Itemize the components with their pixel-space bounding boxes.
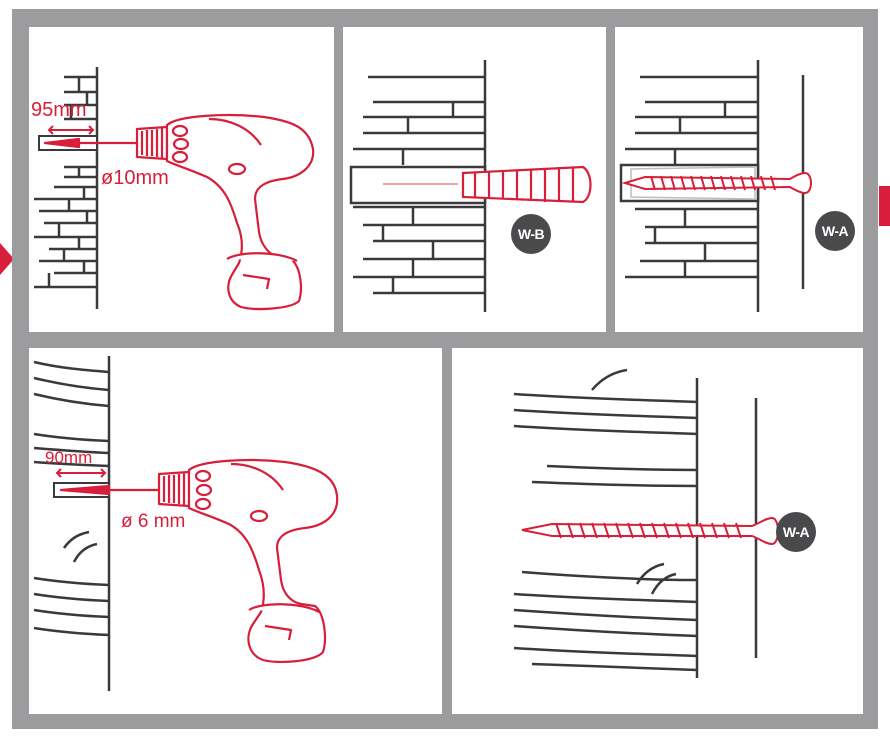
brick-wall-icon [34, 67, 99, 309]
part-code-badge: W-A [815, 211, 855, 251]
wood-grain-icon [33, 356, 111, 691]
plug-screw-illustration [619, 60, 812, 312]
screw-icon [621, 171, 812, 195]
wall-plug-illustration [349, 60, 592, 312]
drill-depth-label: 95mm [31, 99, 87, 121]
drill-diameter-label: ø10mm [101, 167, 169, 189]
panel-step-2: W-B [343, 27, 606, 332]
drill-depth-label: 90mm [45, 448, 93, 467]
panel-step-5: W-A [452, 348, 863, 714]
drill-icon [59, 458, 339, 664]
brick-drill-illustration [34, 67, 315, 311]
part-code-badge: W-A [776, 512, 816, 552]
panel-step-4: 90mm ø 6 mm [29, 348, 442, 714]
wood-drill-illustration [33, 356, 339, 691]
part-code-badge: W-B [511, 214, 551, 254]
drill-diameter-label: ø 6 mm [121, 511, 186, 532]
wall-plug-icon [461, 165, 592, 204]
depth-arrow-icon [47, 125, 95, 135]
drill-icon [43, 114, 315, 311]
panel-step-3: W-A [615, 27, 863, 332]
panel-step-1: 95mm ø10mm [29, 27, 334, 332]
left-arrow-icon [0, 243, 14, 275]
depth-arrow-icon [55, 468, 107, 478]
screw-icon [521, 516, 779, 546]
right-marker-icon [879, 186, 890, 226]
